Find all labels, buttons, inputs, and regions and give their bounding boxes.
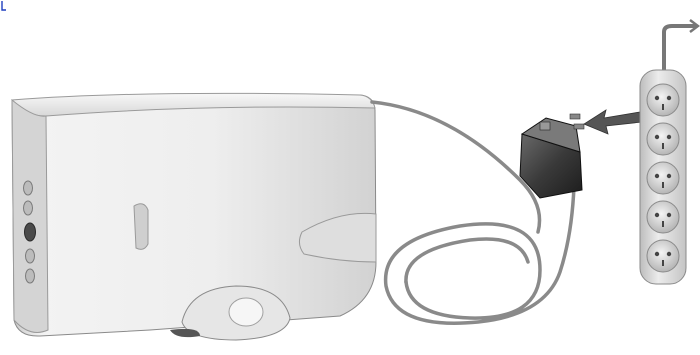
scanner-device — [12, 93, 376, 340]
socket-hole — [655, 135, 659, 139]
socket-hole — [667, 174, 671, 178]
socket-ground — [662, 260, 664, 266]
scanner-side-panel — [12, 100, 48, 332]
power-socket — [647, 240, 679, 272]
adapter-prong — [570, 114, 580, 119]
socket-ground — [662, 182, 664, 188]
socket-ground — [662, 104, 664, 110]
socket-hole — [667, 213, 671, 217]
lid-handle — [134, 204, 148, 250]
adapter-prong — [574, 124, 584, 129]
power-socket — [647, 162, 679, 194]
socket-ground — [662, 143, 664, 149]
arrow-icon — [584, 110, 642, 134]
power-strip — [640, 20, 698, 284]
power-button — [24, 181, 33, 195]
power-socket — [647, 123, 679, 155]
power-socket — [647, 84, 679, 116]
socket-hole — [655, 174, 659, 178]
socket-hole — [667, 96, 671, 100]
stand-hole — [229, 298, 263, 326]
side-button — [26, 249, 35, 263]
power-adapter — [520, 114, 584, 198]
side-button — [26, 269, 35, 283]
socket-hole — [655, 96, 659, 100]
scan-button — [25, 223, 36, 241]
socket-hole — [667, 135, 671, 139]
power-socket — [647, 201, 679, 233]
socket-hole — [655, 252, 659, 256]
socket-ground — [662, 221, 664, 227]
socket-hole — [667, 252, 671, 256]
socket-hole — [655, 213, 659, 217]
side-button — [24, 201, 33, 215]
